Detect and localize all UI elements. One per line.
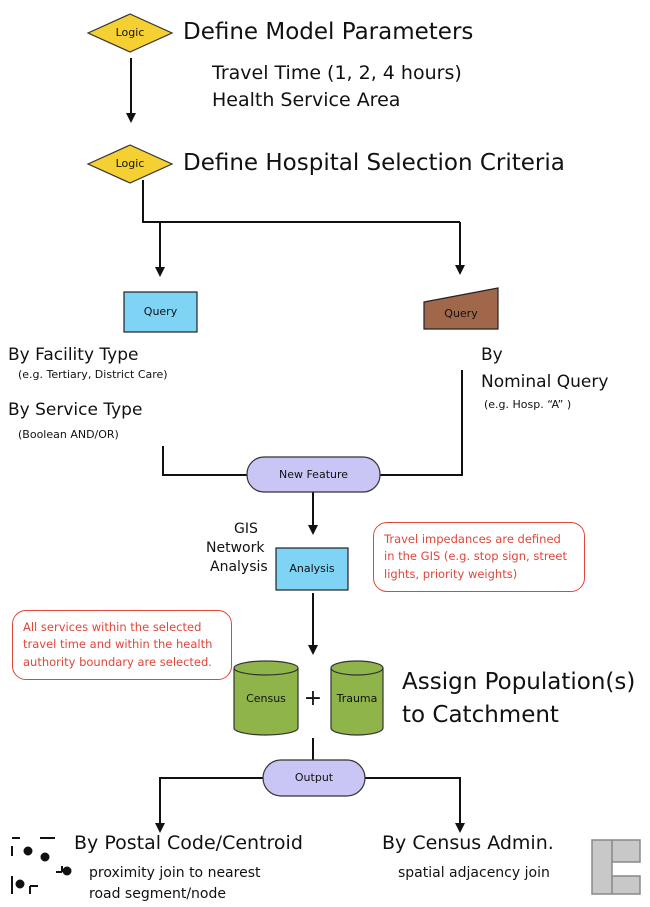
population-title-line1: Assign Population(s)	[402, 669, 636, 695]
step2-title: Define Hospital Selection Criteria	[183, 150, 565, 176]
output-left-line1: proximity join to nearest	[89, 865, 261, 881]
output-node: Output	[262, 759, 366, 797]
query-node-right: Query	[423, 287, 499, 330]
gis-label-line3: Analysis	[210, 559, 268, 575]
left-branch-title-service: By Service Type	[8, 400, 143, 420]
postal-points-icon	[11, 837, 72, 894]
population-title-line2: to Catchment	[402, 702, 559, 728]
step1-line-service-area: Health Service Area	[212, 89, 401, 111]
query-label-right: Query	[444, 307, 478, 320]
query-node-left: Query	[123, 291, 198, 333]
split-line	[142, 180, 460, 223]
right-branch-title-nominal: Nominal Query	[481, 372, 609, 392]
trauma-label: Trauma	[336, 692, 378, 705]
left-merge-line	[162, 446, 247, 476]
note-services-selected: All services within the selected travel …	[12, 610, 232, 680]
analysis-label: Analysis	[289, 562, 335, 575]
output-left-line	[155, 777, 263, 833]
output-left-title: By Postal Code/Centroid	[74, 832, 303, 854]
new-feature-label: New Feature	[279, 468, 348, 481]
output-right-title: By Census Admin.	[382, 832, 554, 854]
step1-title: Define Model Parameters	[183, 19, 474, 45]
plus-sign: +	[304, 686, 322, 711]
output-left-line2: road segment/node	[89, 886, 226, 902]
step1-line-travel-time: Travel Time (1, 2, 4 hours)	[212, 62, 462, 84]
left-branch-note-facility: (e.g. Tertiary, District Care)	[18, 368, 168, 381]
connectors	[126, 58, 465, 833]
note-travel-impedances: Travel impedances are defined in the GIS…	[373, 522, 585, 592]
census-database: Census	[233, 660, 299, 736]
analysis-node: Analysis	[275, 547, 349, 591]
gis-label-line1: GIS	[234, 521, 258, 537]
output-right-line: spatial adjacency join	[398, 865, 550, 881]
trauma-database: Trauma	[330, 660, 384, 736]
right-branch-note: (e.g. Hosp. “A” )	[484, 398, 572, 411]
logic-diamond-step2: Logic	[86, 144, 174, 184]
census-label: Census	[246, 692, 286, 705]
left-branch-note-service: (Boolean AND/OR)	[18, 428, 119, 441]
new-feature-node: New Feature	[246, 456, 381, 493]
right-branch-title-by: By	[481, 345, 503, 365]
logic-badge-label: Logic	[116, 26, 145, 39]
output-right-line	[365, 777, 465, 833]
output-label: Output	[295, 771, 334, 784]
left-branch-title-facility: By Facility Type	[8, 345, 139, 365]
logic-diamond-step1: Logic	[86, 13, 174, 53]
right-merge-line	[380, 370, 463, 476]
gis-label-line2: Network	[206, 540, 265, 556]
logic-badge-label: Logic	[116, 157, 145, 170]
census-polygon-icon	[591, 839, 641, 895]
query-label-left: Query	[144, 305, 178, 318]
